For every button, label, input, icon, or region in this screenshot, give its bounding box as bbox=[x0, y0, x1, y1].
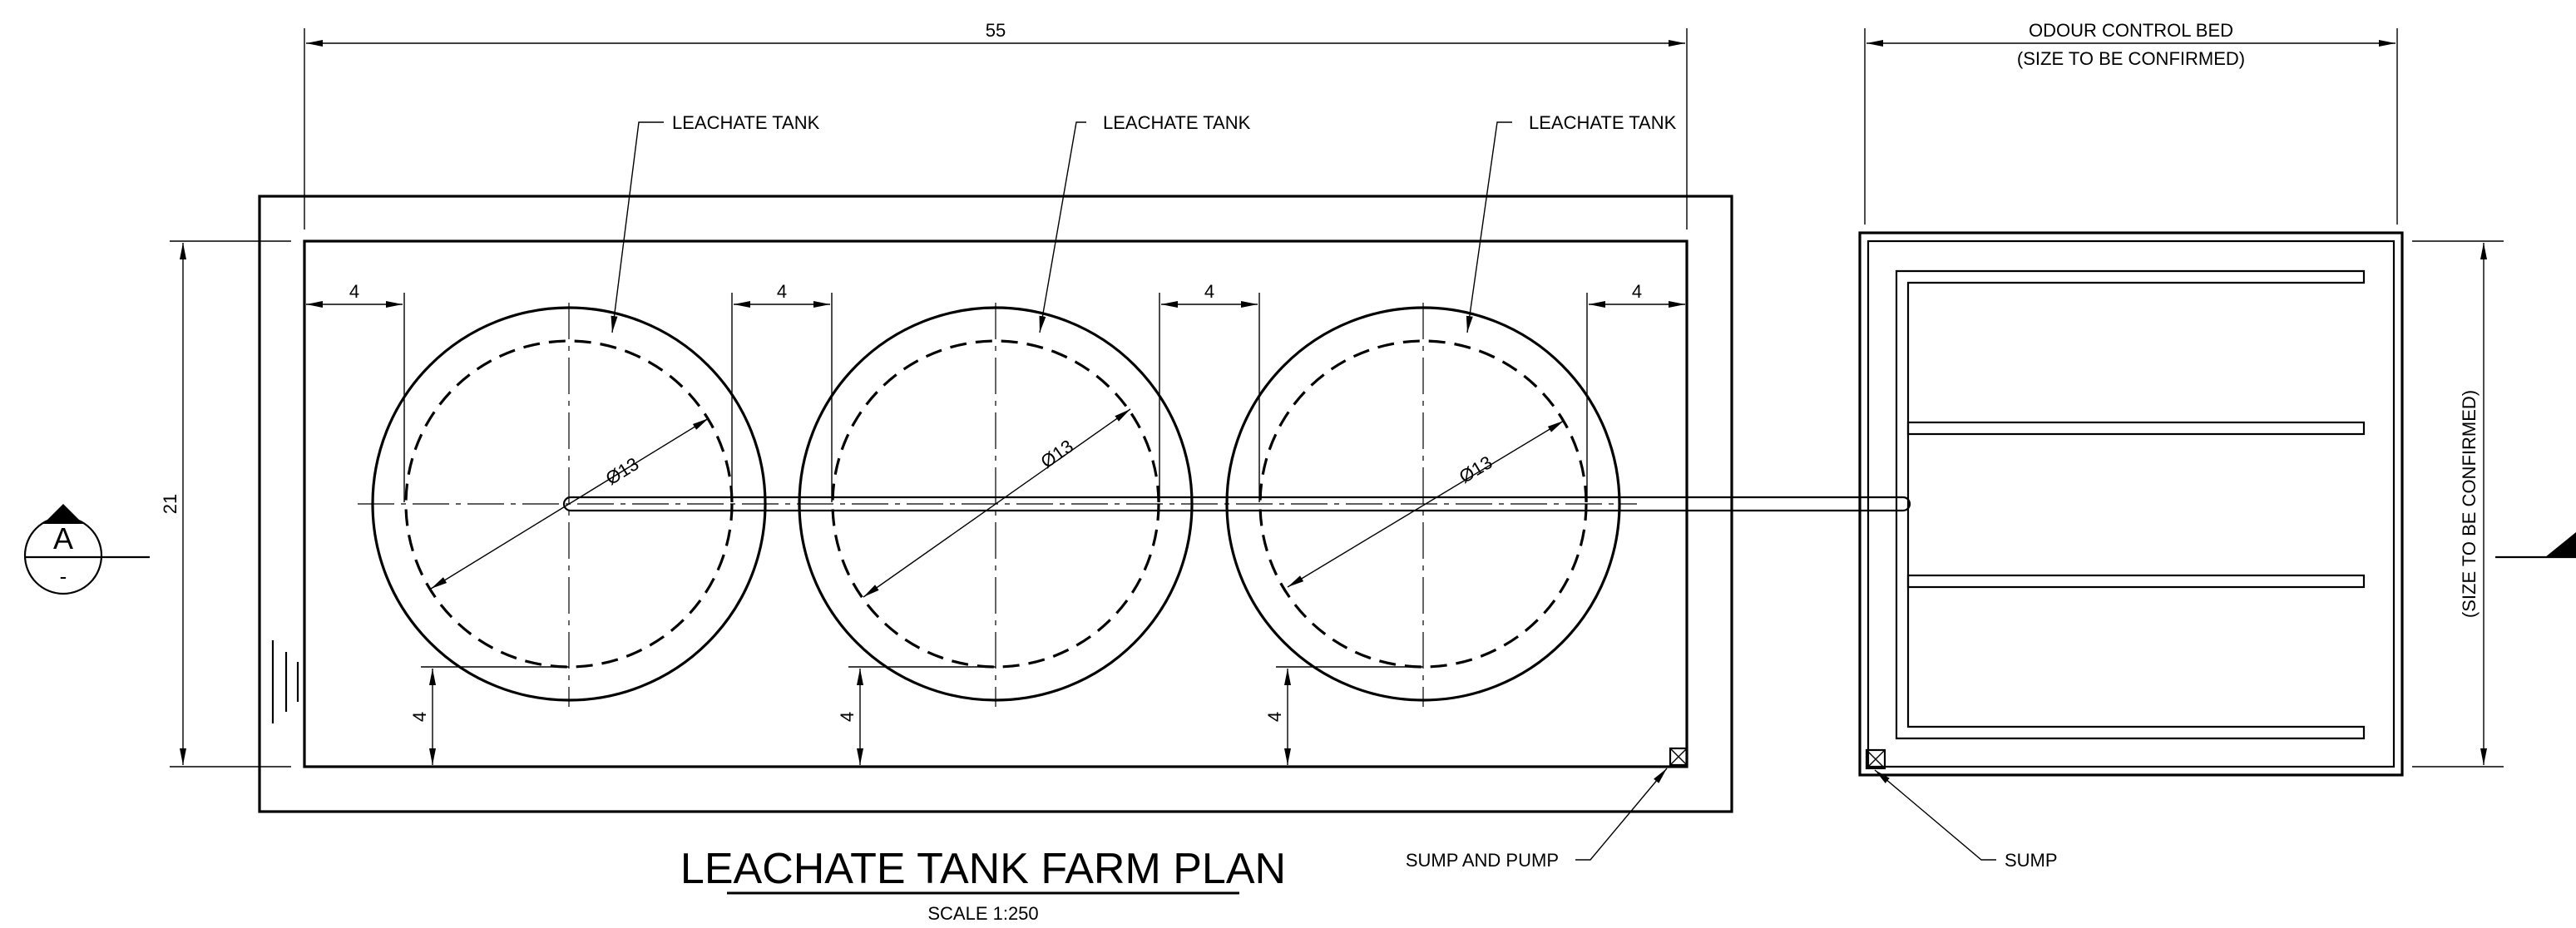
overall-length-dimension: 55 bbox=[304, 20, 1688, 230]
bottom-clearance-value-1: 4 bbox=[409, 712, 430, 722]
clearance-dimension-right: 4 bbox=[1586, 281, 1685, 502]
overall-width-value: 21 bbox=[160, 494, 180, 514]
drawing-scale: SCALE 1:250 bbox=[927, 903, 1038, 924]
odour-bed-title: ODOUR CONTROL BED bbox=[2029, 20, 2233, 41]
odour-bed-depth-note: (SIZE TO BE CONFIRMED) bbox=[2459, 390, 2480, 618]
leachate-tank-2: Ø13 LEACHATE TANK bbox=[798, 112, 1251, 707]
tank-3-label: LEACHATE TANK bbox=[1529, 112, 1677, 133]
section-letter: A bbox=[53, 521, 73, 555]
leachate-tank-1: Ø13 LEACHATE TANK bbox=[371, 112, 820, 707]
clearance-value-3: 4 bbox=[1204, 281, 1214, 302]
drawing-title: LEACHATE TANK FARM PLAN bbox=[680, 845, 1286, 893]
bottom-clearance-tank-2: 4 bbox=[837, 666, 996, 765]
odour-bed-depth-dimension: (SIZE TO BE CONFIRMED) bbox=[2412, 240, 2504, 768]
sump-label: SUMP bbox=[2005, 850, 2058, 871]
leachate-tank-3: Ø13 LEACHATE TANK bbox=[1225, 112, 1677, 707]
tank-1-label: LEACHATE TANK bbox=[672, 112, 820, 133]
clearance-value-4: 4 bbox=[1632, 281, 1642, 302]
odour-bed-width-dimension: ODOUR CONTROL BED (SIZE TO BE CONFIRMED) bbox=[1864, 20, 2398, 225]
odour-bed-sump-symbol bbox=[1865, 748, 1996, 861]
tank-2-label: LEACHATE TANK bbox=[1103, 112, 1251, 133]
section-marker-left: A - bbox=[23, 504, 150, 595]
bottom-clearance-value-3: 4 bbox=[1264, 712, 1285, 722]
sump-and-pump-symbol bbox=[1575, 747, 1688, 861]
clearance-dimension-between-1-2: 4 bbox=[731, 281, 833, 502]
bottom-clearance-tank-3: 4 bbox=[1264, 666, 1423, 765]
tank-2-diameter: Ø13 bbox=[1036, 436, 1076, 472]
section-sheet: - bbox=[60, 564, 67, 589]
overall-width-dimension: 21 bbox=[160, 240, 291, 768]
access-ladder-symbol bbox=[271, 640, 299, 723]
clearance-dimension-left: 4 bbox=[306, 281, 405, 502]
sump-and-pump-label: SUMP AND PUMP bbox=[1406, 850, 1559, 871]
bottom-clearance-tank-1: 4 bbox=[409, 666, 569, 765]
tank-1-diameter: Ø13 bbox=[602, 453, 643, 489]
bund-outer-wall bbox=[258, 195, 1733, 813]
odour-bed-width-note: (SIZE TO BE CONFIRMED) bbox=[2017, 48, 2245, 69]
clearance-dimension-between-2-3: 4 bbox=[1159, 281, 1260, 502]
clearance-value-2: 4 bbox=[777, 281, 787, 302]
overall-length-value: 55 bbox=[986, 20, 1006, 41]
bund-inner-wall bbox=[303, 239, 1688, 768]
clearance-value-1: 4 bbox=[349, 281, 359, 302]
section-marker-right bbox=[2495, 532, 2576, 559]
odour-control-bed bbox=[1858, 231, 2404, 777]
bottom-clearance-value-2: 4 bbox=[837, 712, 858, 722]
